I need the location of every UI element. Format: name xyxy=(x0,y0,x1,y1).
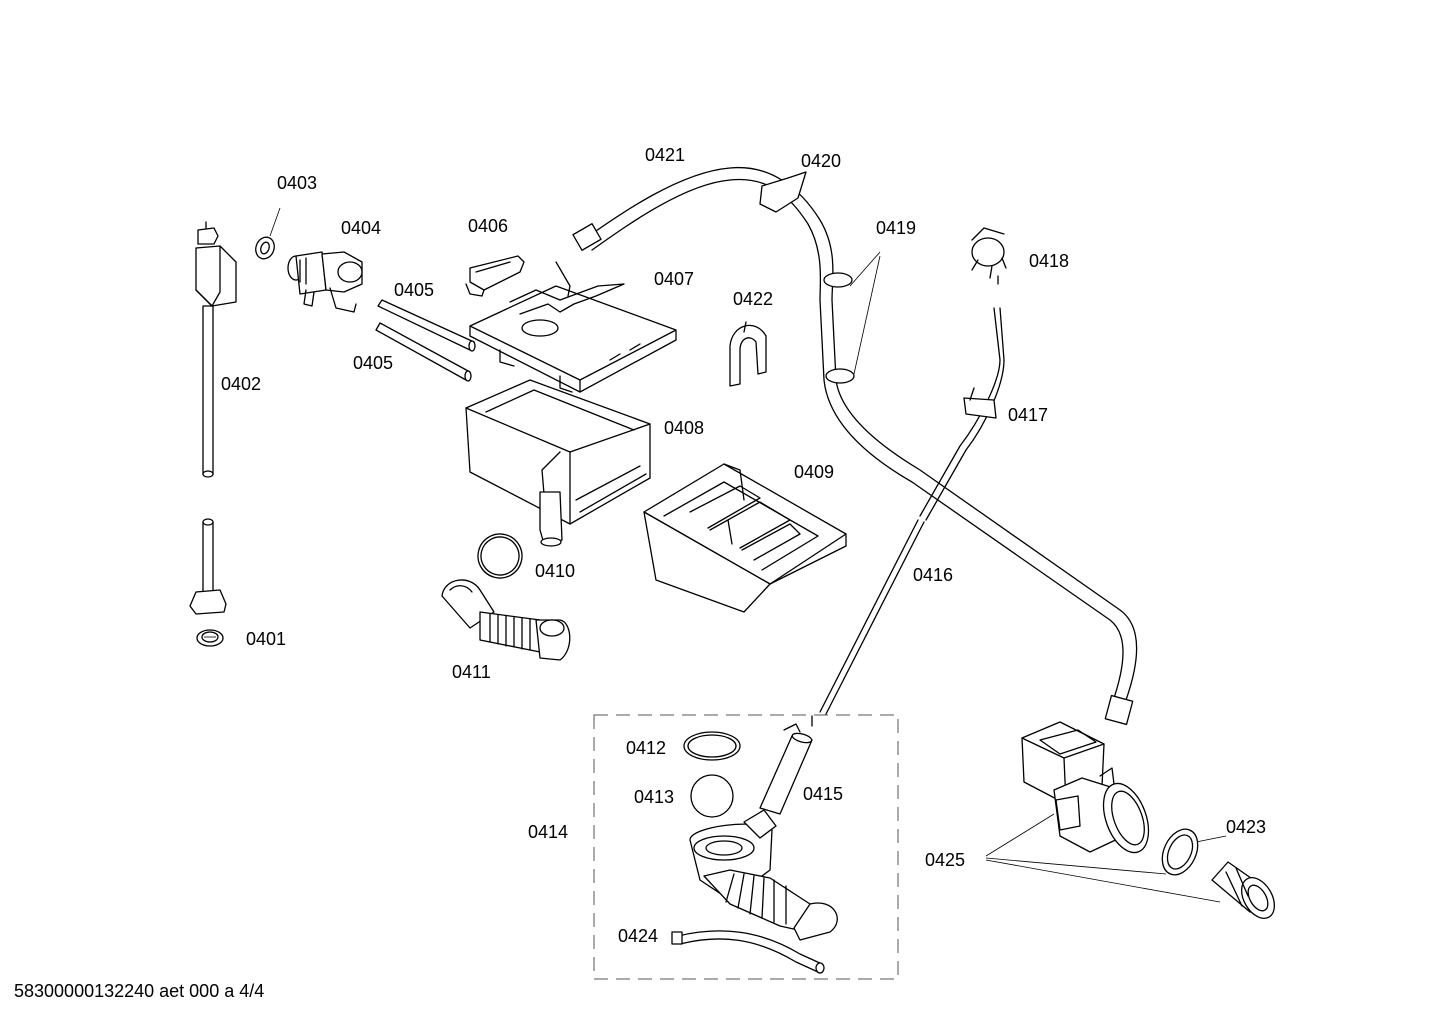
part-0423-seal xyxy=(1161,828,1227,876)
part-0413-ball xyxy=(690,774,734,818)
part-0408-dispenser-housing xyxy=(465,379,651,547)
part-0401-inlet-filter xyxy=(196,629,224,647)
label-0405-upper: 0405 xyxy=(394,280,435,300)
part-0425-pump-filter xyxy=(1211,861,1276,919)
part-0417-0416-pressure-tube xyxy=(819,307,1005,715)
label-0419: 0419 xyxy=(876,218,917,238)
part-0411-bellows-hose xyxy=(441,579,571,661)
part-0415-air-chamber xyxy=(759,715,813,815)
part-0424-drain-hose xyxy=(671,930,825,974)
part-0412-ring xyxy=(683,731,741,761)
label-0410: 0410 xyxy=(535,561,576,581)
label-0417: 0417 xyxy=(1008,405,1049,425)
label-0425: 0425 xyxy=(925,850,966,870)
label-0424: 0424 xyxy=(618,926,659,946)
group-0414-box xyxy=(593,714,899,980)
drawing-reference-number: 58300000132240 aet 000 a 4/4 xyxy=(14,981,265,1001)
label-0414: 0414 xyxy=(528,822,569,842)
part-0425-drain-pump xyxy=(1021,721,1150,854)
part-0422-hose-clip xyxy=(729,321,767,387)
label-0412: 0412 xyxy=(626,738,667,758)
part-0421-0419-hose xyxy=(572,166,1138,726)
label-0421: 0421 xyxy=(645,145,686,165)
part-0410-ring-seal xyxy=(477,533,523,579)
label-0401: 0401 xyxy=(246,629,287,649)
part-0414-sump-hose xyxy=(689,809,838,941)
label-0409: 0409 xyxy=(794,462,835,482)
label-0406: 0406 xyxy=(468,216,509,236)
label-0423: 0423 xyxy=(1226,817,1267,837)
part-0405-tubes xyxy=(375,299,476,382)
part-0402-inlet-hose xyxy=(189,221,237,615)
label-0408: 0408 xyxy=(664,418,705,438)
label-0420: 0420 xyxy=(801,151,842,171)
part-0404-inlet-valve xyxy=(287,251,363,313)
label-0422: 0422 xyxy=(733,289,774,309)
part-0418-pressure-switch xyxy=(971,227,1007,285)
label-0404: 0404 xyxy=(341,218,382,238)
label-0402: 0402 xyxy=(221,374,262,394)
label-0418: 0418 xyxy=(1029,251,1070,271)
part-0407-dispenser-cover xyxy=(469,261,677,393)
label-0413: 0413 xyxy=(634,787,675,807)
part-0403-seal xyxy=(255,207,281,260)
part-0406-clip xyxy=(465,255,525,297)
part-0409-detergent-drawer xyxy=(643,463,847,613)
label-0416: 0416 xyxy=(913,565,954,585)
label-0415: 0415 xyxy=(803,784,844,804)
label-0411: 0411 xyxy=(452,662,491,682)
label-0403: 0403 xyxy=(277,173,318,193)
label-0407: 0407 xyxy=(654,269,695,289)
label-0405-lower: 0405 xyxy=(353,353,394,373)
